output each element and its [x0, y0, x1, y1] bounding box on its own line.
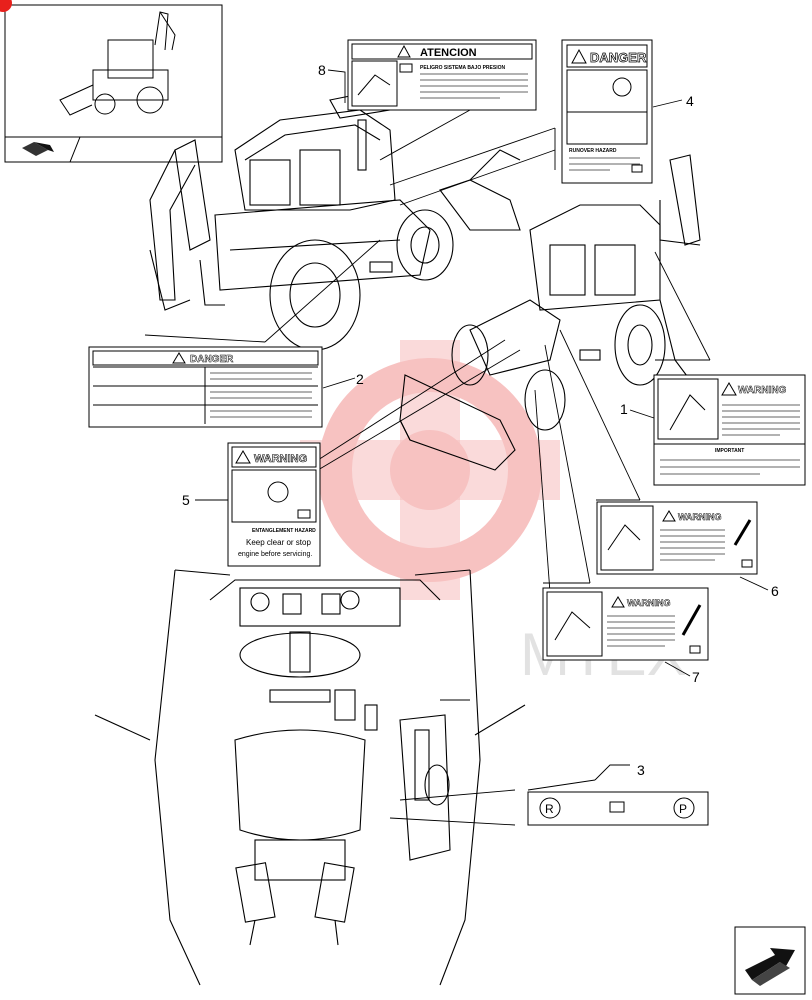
warning-triangle-icon	[571, 48, 587, 64]
decal-warning-left-header: WARNING	[254, 453, 307, 465]
decal-warning-boom[interactable]: WARNING IMPORTANT	[653, 374, 806, 486]
manual-book-icon	[609, 801, 625, 813]
decal-danger-left-header: DANGER	[190, 354, 234, 365]
manual-book-icon	[741, 559, 753, 568]
manual-book-icon	[399, 63, 413, 73]
decal-warning-crush-6[interactable]: WARNING	[596, 501, 758, 575]
decal-warning-right-header: WARNING	[738, 385, 787, 396]
decal-warning-left-caption1: ENTANGLEMENT HAZARD	[252, 528, 316, 534]
warning-triangle-icon	[235, 450, 251, 464]
svg-text:P: P	[679, 802, 687, 816]
decal-warning-6-header: WARNING	[678, 512, 722, 522]
parking-release-icon	[539, 797, 561, 819]
decal-warning-7-header: WARNING	[627, 598, 671, 608]
warning-triangle-icon	[721, 382, 737, 396]
callout-4[interactable]: 4	[686, 93, 694, 109]
callout-1[interactable]: 1	[620, 401, 628, 417]
svg-text:R: R	[545, 802, 554, 816]
warning-triangle-icon	[172, 352, 186, 364]
decal-warning-entanglement[interactable]: WARNING ENTANGLEMENT HAZARD Keep clear o…	[227, 442, 321, 567]
decal-warning-crush-7[interactable]: WARNING	[542, 587, 709, 661]
decal-danger-top-header: DANGER	[590, 50, 647, 65]
callout-3[interactable]: 3	[637, 762, 645, 778]
decal-danger-multi[interactable]: DANGER	[88, 346, 323, 428]
warning-triangle-icon	[611, 596, 625, 608]
parking-brake-icon	[673, 797, 695, 819]
thumbnail-panel[interactable]	[0, 0, 223, 163]
decal-atencion[interactable]: ATENCION PELIGRO SISTEMA BAJO PRESION	[347, 39, 537, 111]
decal-atencion-title: PELIGRO SISTEMA BAJO PRESION	[420, 65, 505, 71]
book-icon	[22, 142, 54, 156]
manual-book-icon	[689, 645, 701, 654]
leader-lines	[144, 69, 769, 826]
decal-warning-left-caption2: Keep clear or stop	[246, 538, 311, 547]
callout-6[interactable]: 6	[771, 583, 779, 599]
backhoe-rear-view	[149, 89, 521, 351]
callout-8[interactable]: 8	[318, 62, 326, 78]
manual-book-icon	[297, 509, 311, 519]
manual-book-icon	[631, 164, 643, 173]
decal-danger-runover[interactable]: DANGER RUNOVER HAZARD	[561, 39, 653, 184]
callouts: 8 4 2 5 1 6 7 3	[182, 62, 779, 778]
callout-7[interactable]: 7	[692, 669, 700, 685]
backhoe-front-view	[399, 154, 701, 471]
warning-triangle-icon	[662, 510, 676, 522]
next-page-button[interactable]	[734, 926, 806, 995]
thumbnail-backhoe	[59, 11, 176, 116]
decal-warning-left-caption3: engine before servicing.	[238, 551, 312, 558]
decal-parking-symbols[interactable]: R P	[527, 791, 709, 826]
cab-interior-view	[94, 569, 526, 986]
next-arrow-icon	[745, 948, 795, 986]
decal-atencion-header: ATENCION	[420, 47, 477, 59]
warning-triangle-icon	[397, 44, 411, 58]
corner-marker	[0, 0, 12, 12]
callout-2[interactable]: 2	[356, 371, 364, 387]
decal-warning-right-caption: IMPORTANT	[715, 448, 744, 454]
callout-5[interactable]: 5	[182, 492, 190, 508]
decal-danger-top-caption: RUNOVER HAZARD	[569, 148, 617, 154]
